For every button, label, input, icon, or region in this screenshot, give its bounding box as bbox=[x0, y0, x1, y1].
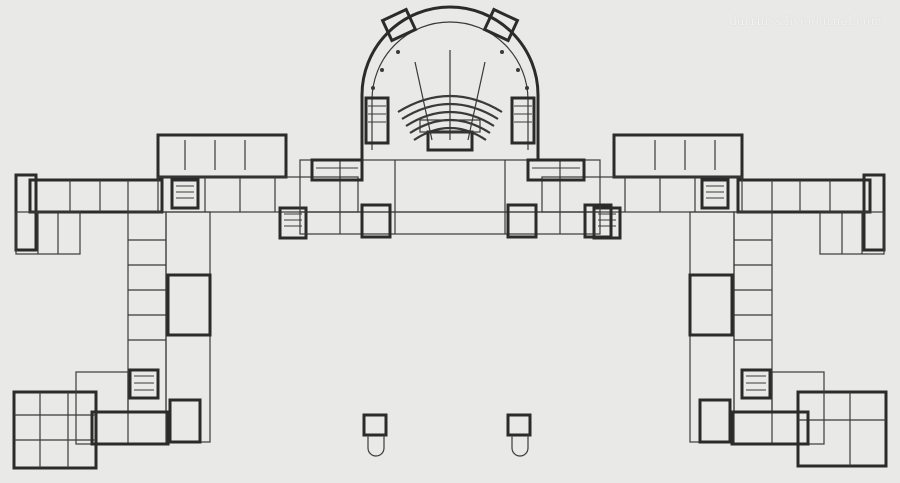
watermark-text: darriuss.livejournal.com bbox=[729, 14, 882, 28]
right-wing bbox=[541, 133, 888, 468]
gate-lodges bbox=[362, 413, 532, 457]
left-wing bbox=[12, 133, 359, 470]
central-block bbox=[299, 158, 613, 239]
auditorium bbox=[360, 5, 540, 160]
